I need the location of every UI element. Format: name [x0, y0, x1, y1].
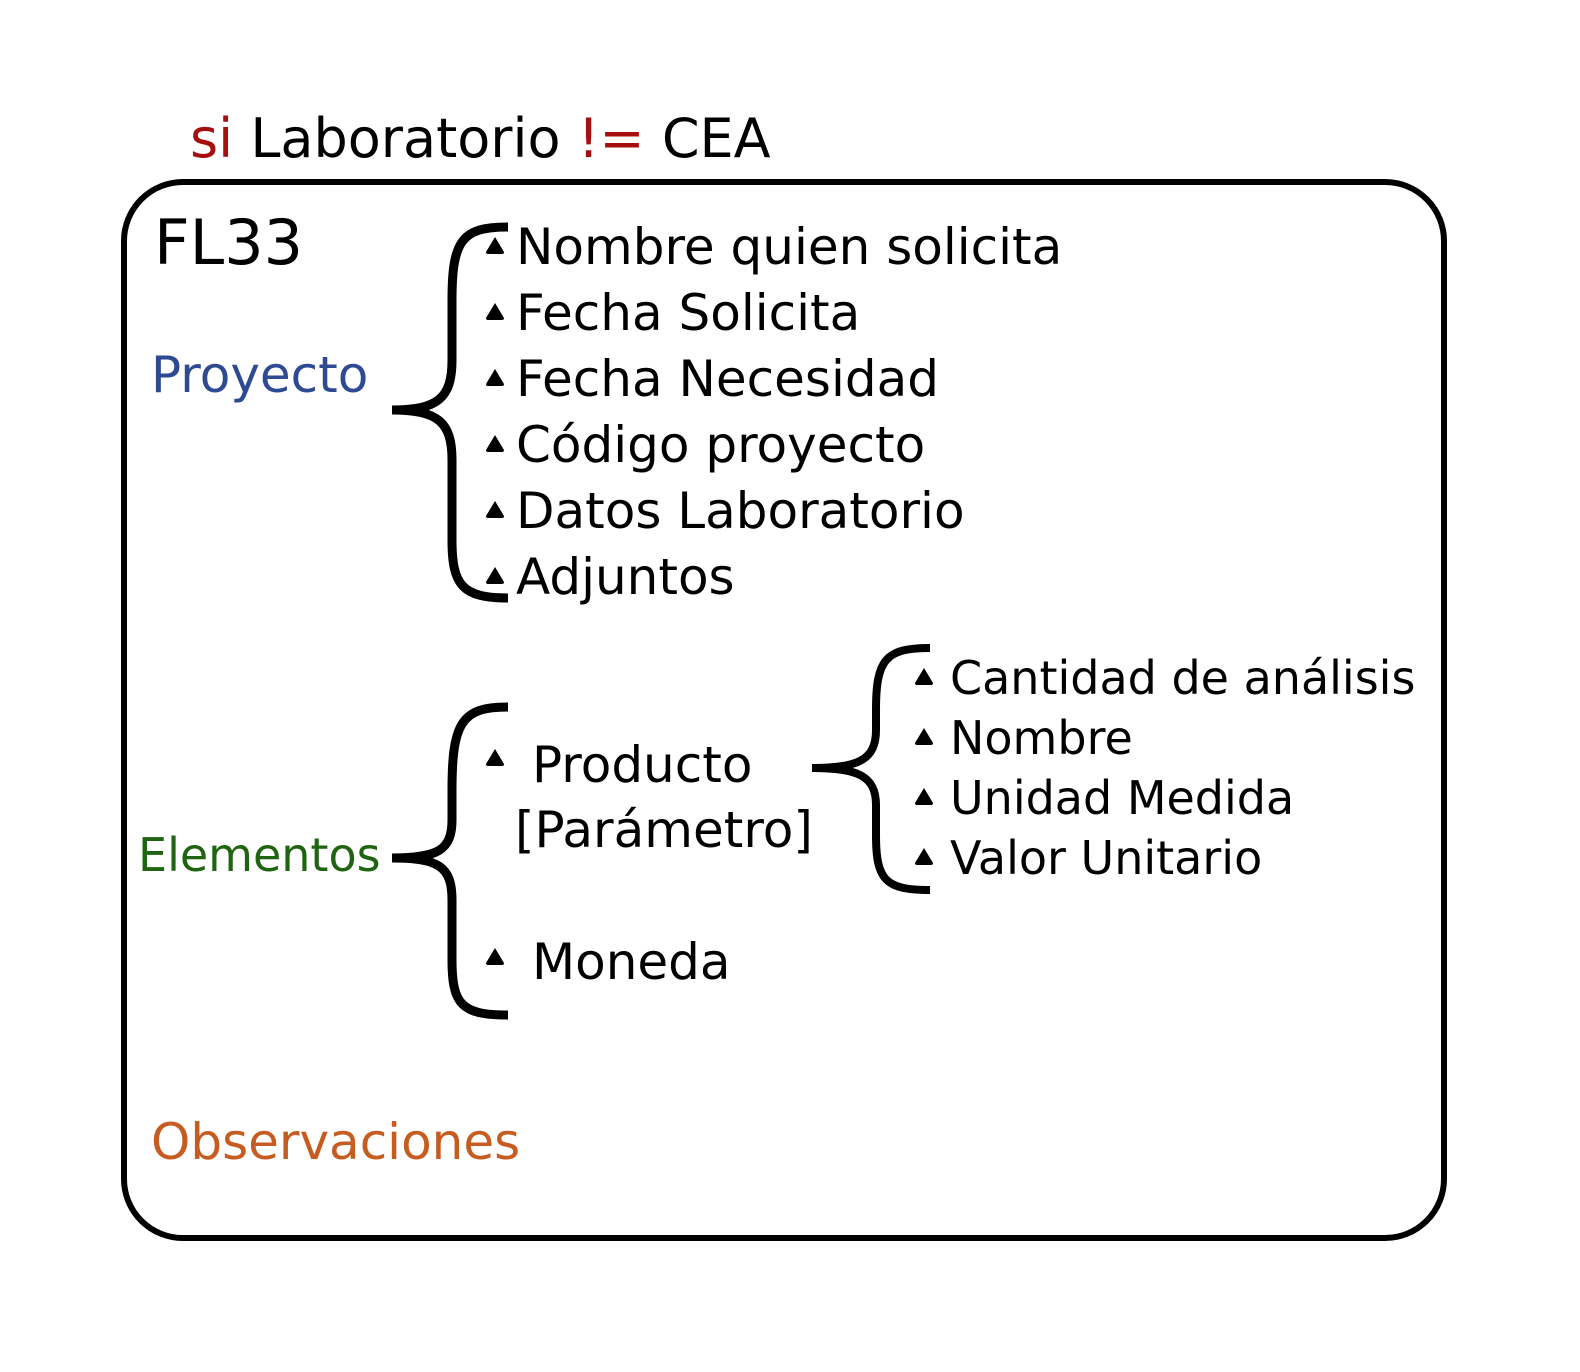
triangle-bullet-icon	[486, 303, 504, 320]
triangle-bullet-icon	[915, 848, 933, 865]
proyecto-field: Adjuntos	[516, 548, 735, 606]
producto-sublabel: [Parámetro]	[515, 801, 813, 859]
producto-field: Cantidad de análisis	[950, 651, 1416, 705]
triangle-bullet-icon	[486, 369, 504, 386]
condition-subject: Laboratorio	[250, 107, 561, 170]
section-label-proyecto: Proyecto	[151, 346, 369, 404]
section-label-observaciones: Observaciones	[151, 1113, 521, 1171]
producto-label: Producto	[532, 736, 753, 794]
triangle-bullet-icon	[915, 728, 933, 745]
proyecto-field: Código proyecto	[516, 416, 926, 474]
condition-value: CEA	[661, 107, 771, 170]
triangle-bullet-icon	[486, 948, 504, 965]
producto-field: Nombre	[950, 711, 1133, 765]
condition-operator: !=	[577, 107, 645, 170]
triangle-bullet-icon	[486, 501, 504, 518]
triangle-bullet-icon	[915, 668, 933, 685]
triangle-bullet-icon	[486, 237, 504, 254]
triangle-bullet-icon	[486, 567, 504, 584]
keyword-if: si	[190, 107, 234, 170]
section-label-elementos: Elementos	[138, 828, 381, 882]
triangle-bullet-icon	[486, 435, 504, 452]
proyecto-field: Fecha Solicita	[516, 284, 861, 342]
triangle-bullet-icon	[486, 749, 504, 766]
moneda-label: Moneda	[532, 933, 731, 991]
producto-field: Unidad Medida	[950, 771, 1295, 825]
proyecto-field: Nombre quien solicita	[516, 218, 1063, 276]
proyecto-field: Fecha Necesidad	[516, 350, 939, 408]
form-code: FL33	[154, 206, 304, 279]
triangle-bullet-icon	[915, 788, 933, 805]
condition-header: si Laboratorio != CEA	[190, 112, 771, 166]
form-frame	[121, 179, 1447, 1241]
proyecto-field: Datos Laboratorio	[516, 482, 965, 540]
producto-field: Valor Unitario	[950, 831, 1263, 885]
